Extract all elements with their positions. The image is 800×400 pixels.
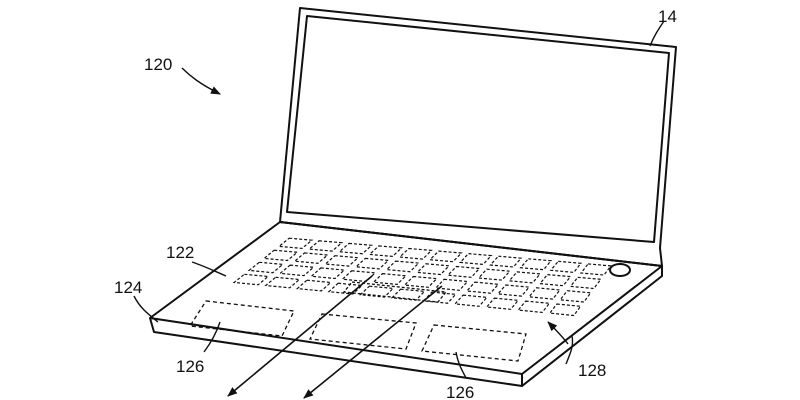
key-outline bbox=[359, 285, 395, 298]
leader-display bbox=[649, 20, 665, 47]
base bbox=[149, 221, 663, 387]
key-outline bbox=[262, 249, 299, 262]
projection-line-right bbox=[303, 285, 443, 399]
key-outline bbox=[323, 255, 360, 267]
key-outline bbox=[579, 263, 612, 276]
key-outline bbox=[538, 273, 572, 287]
key-outline bbox=[341, 270, 377, 283]
key-outline bbox=[489, 255, 523, 268]
key-outline bbox=[309, 267, 346, 280]
key-outline bbox=[465, 281, 500, 294]
key-outline bbox=[293, 252, 330, 264]
key-outline bbox=[519, 258, 553, 271]
leader-sensor-right bbox=[455, 351, 467, 379]
key-outline bbox=[372, 272, 408, 286]
key-outline bbox=[232, 273, 270, 286]
key-outline bbox=[247, 261, 285, 274]
lid-outer-frame bbox=[279, 7, 677, 267]
sensor-area-middle bbox=[309, 313, 417, 350]
key-outline bbox=[477, 268, 511, 281]
key-outline bbox=[485, 297, 520, 310]
projection-lines bbox=[227, 275, 443, 399]
leader-keys bbox=[565, 335, 574, 365]
key-outline bbox=[354, 257, 390, 270]
key-outline bbox=[403, 275, 439, 288]
key-outline bbox=[559, 290, 592, 303]
key-outline bbox=[337, 242, 374, 255]
label-sensor-left: 126 bbox=[176, 357, 204, 376]
key-outline bbox=[496, 284, 531, 297]
key-outline bbox=[327, 282, 364, 295]
sensor-region-center bbox=[342, 281, 448, 303]
power-button bbox=[609, 263, 631, 277]
key-outline bbox=[527, 287, 562, 300]
keyboard-region bbox=[232, 237, 612, 317]
key-outline bbox=[434, 278, 469, 291]
label-device: 120 bbox=[144, 55, 172, 74]
key-outline bbox=[385, 260, 421, 273]
leader-lines bbox=[133, 20, 665, 379]
base-front-edge bbox=[149, 317, 523, 387]
key-outline bbox=[277, 237, 314, 250]
sensor-area-right bbox=[421, 324, 527, 362]
leader-sensor-left bbox=[203, 321, 221, 353]
display-lid bbox=[279, 7, 677, 267]
key-outline bbox=[446, 265, 481, 278]
key-outline bbox=[508, 271, 542, 284]
key-outline bbox=[458, 252, 493, 266]
key-outline bbox=[307, 240, 344, 252]
key-outline bbox=[278, 264, 315, 277]
arrow-device bbox=[181, 67, 221, 95]
key-outline bbox=[416, 263, 451, 276]
key-outline bbox=[549, 260, 583, 274]
key-outline bbox=[422, 291, 457, 304]
leader-top-case bbox=[191, 261, 227, 277]
base-top-surface bbox=[149, 221, 663, 375]
key-outline bbox=[453, 294, 489, 307]
key-outline bbox=[264, 276, 301, 289]
label-sensor-right: 126 bbox=[446, 383, 474, 400]
sensor-area-left bbox=[188, 300, 295, 337]
label-edge: 124 bbox=[114, 278, 142, 297]
projection-line-left bbox=[227, 275, 373, 397]
palmrest-sensor-areas bbox=[188, 300, 527, 362]
key-outline bbox=[569, 276, 602, 290]
key-outline bbox=[390, 288, 426, 301]
key-outline bbox=[548, 303, 582, 317]
key-outline bbox=[295, 279, 333, 292]
label-top-case: 122 bbox=[166, 243, 194, 262]
key-outline bbox=[398, 247, 433, 260]
arrow-keys bbox=[547, 321, 569, 345]
label-keys: 128 bbox=[578, 361, 606, 380]
key-outline bbox=[428, 250, 463, 263]
leader-edge bbox=[133, 295, 159, 323]
key-outline bbox=[517, 300, 551, 314]
base-right-edge bbox=[521, 266, 663, 387]
key-outline bbox=[368, 245, 403, 258]
label-display: 14 bbox=[658, 7, 677, 26]
display-screen bbox=[286, 15, 670, 243]
